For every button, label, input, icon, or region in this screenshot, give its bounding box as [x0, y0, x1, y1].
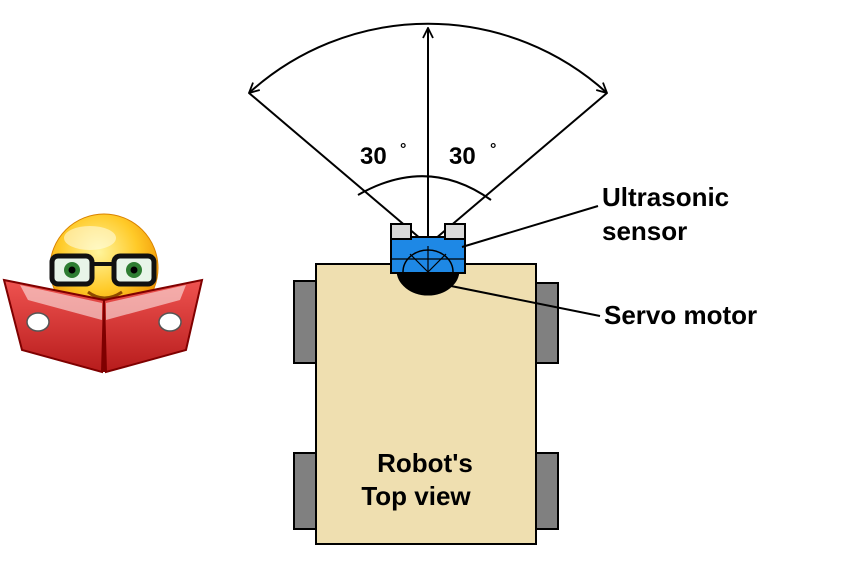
servo-motor — [396, 269, 460, 296]
reading-emoji-illustration — [2, 213, 204, 374]
degree-mark-right: ° — [490, 141, 496, 158]
robot-label-line1: Robot's — [377, 448, 473, 478]
wheel-front-right — [535, 282, 559, 364]
emoji-smile — [87, 290, 123, 300]
sensor-dial-tick-2 — [409, 253, 429, 273]
hand-left — [26, 312, 50, 332]
servo-pointer-line — [450, 285, 601, 317]
degree-mark-left: ° — [400, 141, 406, 158]
robot-label-line2: Top view — [361, 481, 471, 511]
scan-line-left — [248, 92, 429, 246]
servo-label: Servo motor — [604, 300, 757, 330]
scan-field — [248, 22, 608, 246]
wheel-rear-left — [293, 452, 317, 530]
glasses-icon — [49, 253, 157, 287]
sensor-label-line2: sensor — [602, 216, 687, 246]
robot-body — [315, 263, 537, 545]
hand-right — [158, 312, 182, 332]
sensor-emitter-left — [390, 223, 412, 240]
angle-label-left: 30 — [360, 143, 387, 170]
sensor-label-line1: Ultrasonic — [602, 182, 729, 212]
sweep-arc-arrow — [249, 22, 607, 93]
scan-line-right — [427, 92, 608, 246]
book-pages-right — [106, 285, 186, 320]
wheel-rear-right — [535, 452, 559, 530]
emoji-face-shine — [64, 226, 116, 250]
wheel-front-left — [293, 280, 317, 364]
ultrasonic-sensor — [390, 223, 466, 274]
angle-arc — [357, 175, 492, 201]
sensor-pointer-line — [461, 205, 599, 248]
angle-label-right: 30 — [449, 143, 476, 170]
sensor-emitter-right — [444, 223, 466, 240]
book-pages-left — [20, 285, 102, 320]
sensor-dial-tick-3 — [427, 253, 447, 273]
